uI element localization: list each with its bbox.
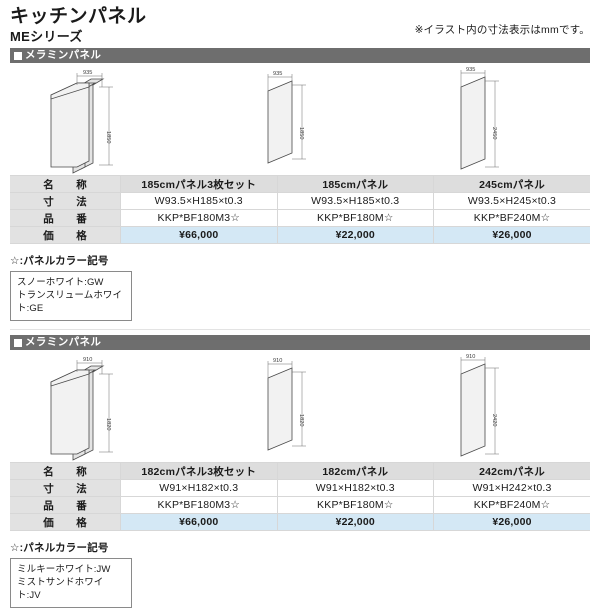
table-row-price: 価 格 ¥66,000 ¥22,000 ¥26,000 bbox=[10, 513, 590, 531]
row-label-price: 価 格 bbox=[10, 513, 121, 531]
section-band-label: メラミンパネル bbox=[25, 49, 102, 61]
table-row-name: 名 称 182cmパネル3枚セット 182cmパネル 242cmパネル bbox=[10, 462, 590, 480]
document-header: キッチンパネル MEシリーズ ※イラスト内の寸法表示はmmです。 bbox=[10, 0, 590, 48]
dim-width-label-4: 910 bbox=[83, 357, 92, 363]
row-label-price: 価 格 bbox=[10, 226, 121, 244]
row-label-name: 名 称 bbox=[10, 175, 121, 193]
color-legend-2: ☆:パネルカラー記号 ミルキーホワイト:JW ミストサンドホワイト:JV bbox=[10, 540, 590, 608]
legend-title-1: ☆:パネルカラー記号 bbox=[10, 255, 109, 267]
cell-price-col3: ¥26,000 bbox=[433, 513, 590, 531]
section-band-2: メラミンパネル bbox=[10, 335, 590, 350]
illustration-row-1: 935 1850 935 1850 bbox=[10, 65, 590, 175]
spec-table-2: 名 称 182cmパネル3枚セット 182cmパネル 242cmパネル 寸 法 … bbox=[10, 462, 590, 531]
units-note: ※イラスト内の寸法表示はmmです。 bbox=[414, 24, 590, 36]
illustration-row-2: 910 1820 910 1820 bbox=[10, 352, 590, 462]
table-row-size: 寸 法 W91×H182×t0.3 W91×H182×t0.3 W91×H242… bbox=[10, 479, 590, 497]
legend-title-2: ☆:パネルカラー記号 bbox=[10, 542, 109, 554]
dim-height-label-1: 1850 bbox=[105, 131, 111, 143]
table-row-name: 名 称 185cmパネル3枚セット 185cmパネル 245cmパネル bbox=[10, 175, 590, 193]
cell-price-col1: ¥66,000 bbox=[120, 513, 278, 531]
dim-width-label-6: 910 bbox=[466, 354, 475, 360]
cell-code-col3: KKP*BF240M☆ bbox=[433, 209, 590, 227]
cell-name-col1: 182cmパネル3枚セット bbox=[120, 462, 278, 480]
table-row-code: 品 番 KKP*BF180M3☆ KKP*BF180M☆ KKP*BF240M☆ bbox=[10, 209, 590, 227]
section-divider bbox=[10, 329, 590, 330]
cell-code-col3: KKP*BF240M☆ bbox=[433, 496, 590, 514]
page-title: キッチンパネル bbox=[10, 6, 147, 27]
row-label-size: 寸 法 bbox=[10, 479, 121, 497]
legend-item-2b: ミストサンドホワイト:JV bbox=[17, 577, 104, 601]
row-label-size: 寸 法 bbox=[10, 192, 121, 210]
cell-name-col2: 185cmパネル bbox=[276, 175, 434, 193]
cell-name-col2: 182cmパネル bbox=[276, 462, 434, 480]
cell-name-col1: 185cmパネル3枚セット bbox=[120, 175, 278, 193]
cell-size-col2: W91×H182×t0.3 bbox=[276, 479, 434, 497]
cell-name-col3: 242cmパネル bbox=[433, 462, 590, 480]
table-row-size: 寸 法 W93.5×H185×t0.3 W93.5×H185×t0.3 W93.… bbox=[10, 192, 590, 210]
row-label-code: 品 番 bbox=[10, 209, 121, 227]
dim-height-label-3: 2450 bbox=[491, 127, 497, 139]
section-melamine-panel-1: メラミンパネル 935 1 bbox=[10, 48, 590, 321]
illustration-single-panel-1: 935 1850 bbox=[203, 65, 396, 175]
section-band-1: メラミンパネル bbox=[10, 48, 590, 63]
illustration-tall-panel-1: 935 2450 bbox=[397, 65, 590, 175]
legend-box-1: スノーホワイト:GW トランスリュームホワイト:GE bbox=[10, 271, 132, 321]
cell-price-col2: ¥22,000 bbox=[276, 226, 434, 244]
dim-height-label-4: 1820 bbox=[105, 418, 111, 430]
cell-name-col3: 245cmパネル bbox=[433, 175, 590, 193]
legend-box-2: ミルキーホワイト:JW ミストサンドホワイト:JV bbox=[10, 558, 132, 608]
dim-height-label-6: 2420 bbox=[491, 414, 497, 426]
illustration-single-panel-2: 910 1820 bbox=[203, 352, 396, 462]
square-icon bbox=[14, 338, 22, 347]
legend-item-1a: スノーホワイト:GW bbox=[17, 277, 104, 288]
dim-width-label-2: 935 bbox=[273, 71, 282, 77]
cell-code-col2: KKP*BF180M☆ bbox=[276, 496, 434, 514]
cell-size-col3: W93.5×H245×t0.3 bbox=[433, 192, 590, 210]
illustration-triple-panel-2: 910 1820 bbox=[10, 352, 203, 462]
cell-size-col3: W91×H242×t0.3 bbox=[433, 479, 590, 497]
cell-size-col2: W93.5×H185×t0.3 bbox=[276, 192, 434, 210]
cell-size-col1: W93.5×H185×t0.3 bbox=[120, 192, 278, 210]
legend-item-2a: ミルキーホワイト:JW bbox=[17, 564, 111, 575]
cell-price-col1: ¥66,000 bbox=[120, 226, 278, 244]
cell-size-col1: W91×H182×t0.3 bbox=[120, 479, 278, 497]
cell-price-col2: ¥22,000 bbox=[276, 513, 434, 531]
spec-table-1: 名 称 185cmパネル3枚セット 185cmパネル 245cmパネル 寸 法 … bbox=[10, 175, 590, 244]
color-legend-1: ☆:パネルカラー記号 スノーホワイト:GW トランスリュームホワイト:GE bbox=[10, 253, 590, 321]
row-label-name: 名 称 bbox=[10, 462, 121, 480]
section-band-label: メラミンパネル bbox=[25, 336, 102, 348]
page-subtitle: MEシリーズ bbox=[10, 29, 83, 44]
dim-height-label-2: 1850 bbox=[298, 127, 304, 139]
dim-width-label-1: 935 bbox=[83, 70, 92, 76]
cell-price-col3: ¥26,000 bbox=[433, 226, 590, 244]
dim-height-label-5: 1820 bbox=[298, 414, 304, 426]
cell-code-col1: KKP*BF180M3☆ bbox=[120, 496, 278, 514]
table-row-code: 品 番 KKP*BF180M3☆ KKP*BF180M☆ KKP*BF240M☆ bbox=[10, 496, 590, 514]
legend-item-1b: トランスリュームホワイト:GE bbox=[17, 290, 123, 314]
dim-width-label-3: 935 bbox=[466, 67, 475, 73]
cell-code-col1: KKP*BF180M3☆ bbox=[120, 209, 278, 227]
illustration-triple-panel-1: 935 1850 bbox=[10, 65, 203, 175]
dim-width-label-5: 910 bbox=[273, 358, 282, 364]
square-icon bbox=[14, 51, 22, 60]
table-row-price: 価 格 ¥66,000 ¥22,000 ¥26,000 bbox=[10, 226, 590, 244]
cell-code-col2: KKP*BF180M☆ bbox=[276, 209, 434, 227]
row-label-code: 品 番 bbox=[10, 496, 121, 514]
illustration-tall-panel-2: 910 2420 bbox=[397, 352, 590, 462]
section-melamine-panel-2: メラミンパネル 910 1820 bbox=[10, 335, 590, 608]
